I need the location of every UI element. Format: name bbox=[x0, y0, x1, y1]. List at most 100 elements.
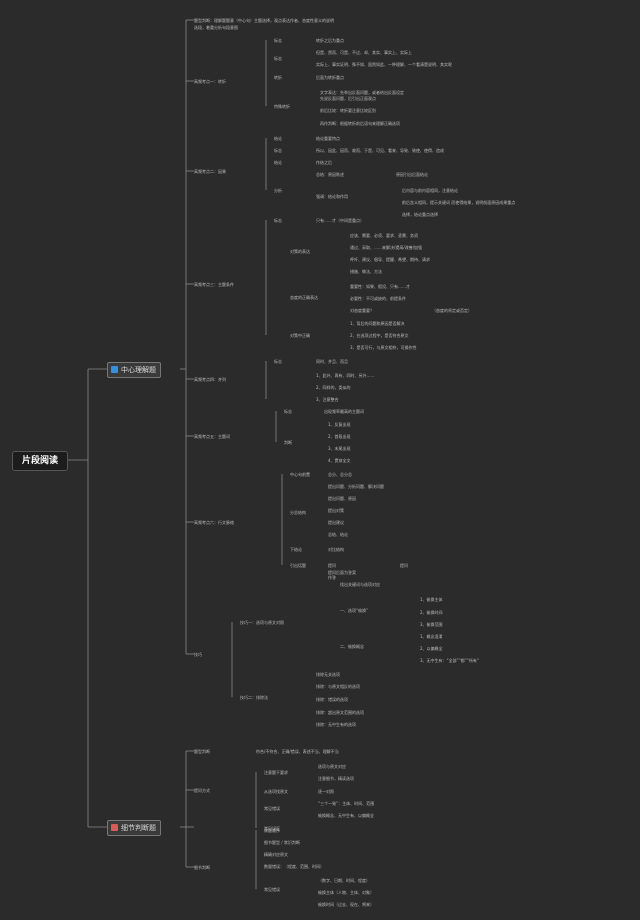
map-node[interactable]: 常见错误 bbox=[264, 887, 280, 892]
map-node[interactable]: 选项与原文对应 bbox=[318, 764, 346, 769]
map-node[interactable]: 常见误区 bbox=[264, 826, 280, 831]
map-node[interactable]: 应该、需要、必须、要求、亟需、务须 bbox=[350, 233, 418, 238]
map-node[interactable]: 文字表达：先举出反面问题，或者给出反面设定 bbox=[320, 90, 404, 95]
map-node[interactable]: 3、注意整合 bbox=[316, 397, 339, 402]
map-node[interactable]: 排除：超出原文范围的选项 bbox=[316, 710, 364, 715]
map-node[interactable]: 二、偷换概念 bbox=[340, 644, 364, 649]
map-node[interactable]: 技巧二：排除法 bbox=[240, 695, 268, 700]
map-node[interactable]: “三个一致”：主体、时间、范围 bbox=[318, 801, 375, 806]
map-node[interactable]: 1、反复出现 bbox=[328, 422, 351, 427]
map-node[interactable]: 转折 bbox=[274, 75, 282, 80]
map-node[interactable]: 1、背后的问题和原因是否解决 bbox=[350, 321, 405, 326]
map-node[interactable]: 对比结构 bbox=[328, 547, 344, 552]
map-node[interactable]: 2、偷换时间 bbox=[420, 610, 443, 615]
map-node[interactable]: 必要性：不可或缺的、前提条件 bbox=[350, 296, 406, 301]
map-node[interactable]: 下结论 bbox=[290, 547, 302, 552]
map-node[interactable]: 重要性：如果、假设、只有……才 bbox=[350, 284, 410, 289]
map-node[interactable]: 标志 bbox=[274, 38, 282, 43]
map-node[interactable]: 3、末尾出现 bbox=[328, 446, 351, 451]
map-node[interactable]: 对策中正确 bbox=[290, 333, 310, 338]
map-node[interactable]: 中心句前置 bbox=[290, 472, 310, 477]
map-node[interactable]: 作答 bbox=[328, 575, 336, 580]
map-node[interactable]: 标志 bbox=[284, 409, 292, 414]
map-node[interactable]: 注意细节，精读选项 bbox=[318, 776, 354, 781]
map-node[interactable]: 作结之后 bbox=[316, 160, 332, 165]
map-node[interactable]: 排除：与原文相反的选项 bbox=[316, 684, 360, 689]
map-node[interactable]: 先说反面问题，后引出正面观点 bbox=[320, 96, 376, 101]
map-node[interactable]: 态度的正确表达 bbox=[290, 295, 318, 300]
map-node[interactable]: 提问后面为答案 bbox=[328, 570, 356, 575]
map-node[interactable]: 排除无关选项 bbox=[316, 672, 340, 677]
map-node[interactable]: 提出问题、分析问题、解决问题 bbox=[328, 484, 384, 489]
map-node[interactable]: 技巧 bbox=[194, 652, 202, 657]
map-node[interactable]: 3、是否可行，与原文相符，可操作性 bbox=[350, 345, 417, 350]
map-node[interactable]: 对态度重要？ bbox=[350, 308, 374, 313]
map-node[interactable]: 技巧一：选项与原文对照 bbox=[240, 620, 284, 625]
map-node[interactable]: 标志 bbox=[274, 359, 282, 364]
map-node[interactable]: 特殊转折 bbox=[274, 104, 290, 109]
map-node[interactable]: 3、无中生有：“全部”“都”“所有” bbox=[420, 658, 479, 663]
map-node[interactable]: 标志 bbox=[274, 218, 282, 223]
map-node[interactable]: 实际上、事实证明、殊不知、固然如此、一种理解、一个看清楚说明、其实呢 bbox=[316, 62, 452, 67]
root-node[interactable]: 片段阅读 bbox=[12, 451, 68, 471]
branch-main-idea[interactable]: 中心理解题 bbox=[107, 362, 161, 378]
map-node[interactable]: 总分、总分总 bbox=[328, 472, 352, 477]
map-node[interactable]: 所以、因此、因而、故而、于是、可见、看来、导致、致使、使得、造成 bbox=[316, 148, 444, 153]
map-node[interactable]: 结论重要特点 bbox=[316, 136, 340, 141]
map-node[interactable]: 提出对策 bbox=[328, 508, 344, 513]
map-node[interactable]: 通过、采取、……来解决/提高/改善/加强 bbox=[350, 245, 423, 250]
map-node[interactable]: 2、首段出现 bbox=[328, 434, 351, 439]
map-node[interactable]: 1、此外、再有、同时、另外…… bbox=[316, 373, 375, 378]
map-node[interactable]: 高频考点二：因果 bbox=[194, 169, 226, 174]
map-node[interactable]: 2、在选项过程中，是否符合原文 bbox=[350, 333, 409, 338]
map-node[interactable]: 转折之后为重点 bbox=[316, 38, 344, 43]
map-node[interactable]: 注意题干要求 bbox=[264, 770, 288, 775]
map-node[interactable]: 高频考点六：行文脉络 bbox=[194, 520, 234, 525]
branch-detail-judgement[interactable]: 细节判断题 bbox=[107, 820, 161, 836]
map-node[interactable]: 提问方式 bbox=[194, 788, 210, 793]
map-node[interactable]: 出现频率最高的主题词 bbox=[324, 409, 364, 414]
map-node[interactable]: 总结、结论 bbox=[328, 532, 348, 537]
map-node[interactable]: 2、以偏概全 bbox=[420, 646, 443, 651]
map-node[interactable]: 常见错误 bbox=[264, 806, 280, 811]
map-node[interactable]: 高频考点五：主题词 bbox=[194, 434, 230, 439]
map-node[interactable]: 符合/不符合、正确/错误、表述不当、理解不当 bbox=[256, 749, 339, 754]
map-node[interactable]: 呼吁、建议、倡导、提醒、希望、期待、请求 bbox=[350, 257, 430, 262]
map-node[interactable]: 原因引出后面结论 bbox=[396, 172, 428, 177]
map-node[interactable]: 只有……才（中间是重点） bbox=[316, 218, 364, 223]
map-node[interactable]: 对策的表达 bbox=[290, 249, 310, 254]
map-node[interactable]: 引出话题 bbox=[290, 563, 306, 568]
map-node[interactable]: 高频考点一：转折 bbox=[194, 79, 226, 84]
map-node[interactable]: 措施、做法、方法 bbox=[350, 269, 382, 274]
map-node[interactable]: 排除：错误的选项 bbox=[316, 697, 348, 702]
map-node[interactable]: 一、选项“偷换” bbox=[340, 608, 369, 613]
map-node[interactable]: 题型判断：理解题题意（中心句）主题选择，观点表达作者、态度性意义的说明 bbox=[194, 18, 334, 23]
map-node[interactable]: 排除：无中生有的选项 bbox=[316, 722, 356, 727]
map-node[interactable]: 偷换主体（人物、主体、对象） bbox=[318, 890, 374, 895]
map-node[interactable]: 前后含义相同，提示关键词 而使得结果，说明前面原因成果重点 bbox=[402, 200, 516, 205]
map-node[interactable]: 同时、并且、而且 bbox=[316, 359, 348, 364]
map-node[interactable]: 4、贯穿全文 bbox=[328, 458, 351, 463]
map-node[interactable]: 数量错误：（程度、范围、时间） bbox=[264, 864, 324, 869]
map-node[interactable]: 但是、然而、可是、不过、却、其实、事实上、实际上 bbox=[316, 50, 412, 55]
map-node[interactable]: 选段，着重分析句段意图 bbox=[194, 25, 238, 30]
map-node[interactable]: 1、概念混淆 bbox=[420, 634, 443, 639]
map-node[interactable]: 2、同样的，类似的 bbox=[316, 385, 351, 390]
map-node[interactable]: 高频考点三：主题条件 bbox=[194, 282, 234, 287]
map-node[interactable]: 分总结构 bbox=[290, 510, 306, 515]
map-node[interactable]: 标志 bbox=[274, 148, 282, 153]
map-node[interactable]: 逐一对照 bbox=[318, 789, 334, 794]
map-node[interactable]: （态度的肯定或否定） bbox=[432, 308, 472, 313]
map-node[interactable]: 细节题型 / 常识判断 bbox=[264, 840, 300, 845]
map-node[interactable]: 找出关键词与选项对应 bbox=[340, 582, 380, 587]
map-node[interactable]: 选择，结论重点选择 bbox=[402, 212, 438, 217]
map-node[interactable]: 细节判断 bbox=[194, 865, 210, 870]
map-node[interactable]: 提出问题、原因 bbox=[328, 496, 356, 501]
map-node[interactable]: 再作判断：根据转折前后语句来理解正确选项 bbox=[320, 121, 400, 126]
map-node[interactable]: 分析 bbox=[274, 188, 282, 193]
map-node[interactable]: （数字、日期、时间、程度） bbox=[318, 878, 370, 883]
map-node[interactable]: 判断 bbox=[284, 440, 292, 445]
map-node[interactable]: 后内容与前内容相同，注意结论 bbox=[402, 188, 458, 193]
map-node[interactable]: 精确对应原文 bbox=[264, 852, 288, 857]
map-node[interactable]: 3、偷换范围 bbox=[420, 622, 443, 627]
